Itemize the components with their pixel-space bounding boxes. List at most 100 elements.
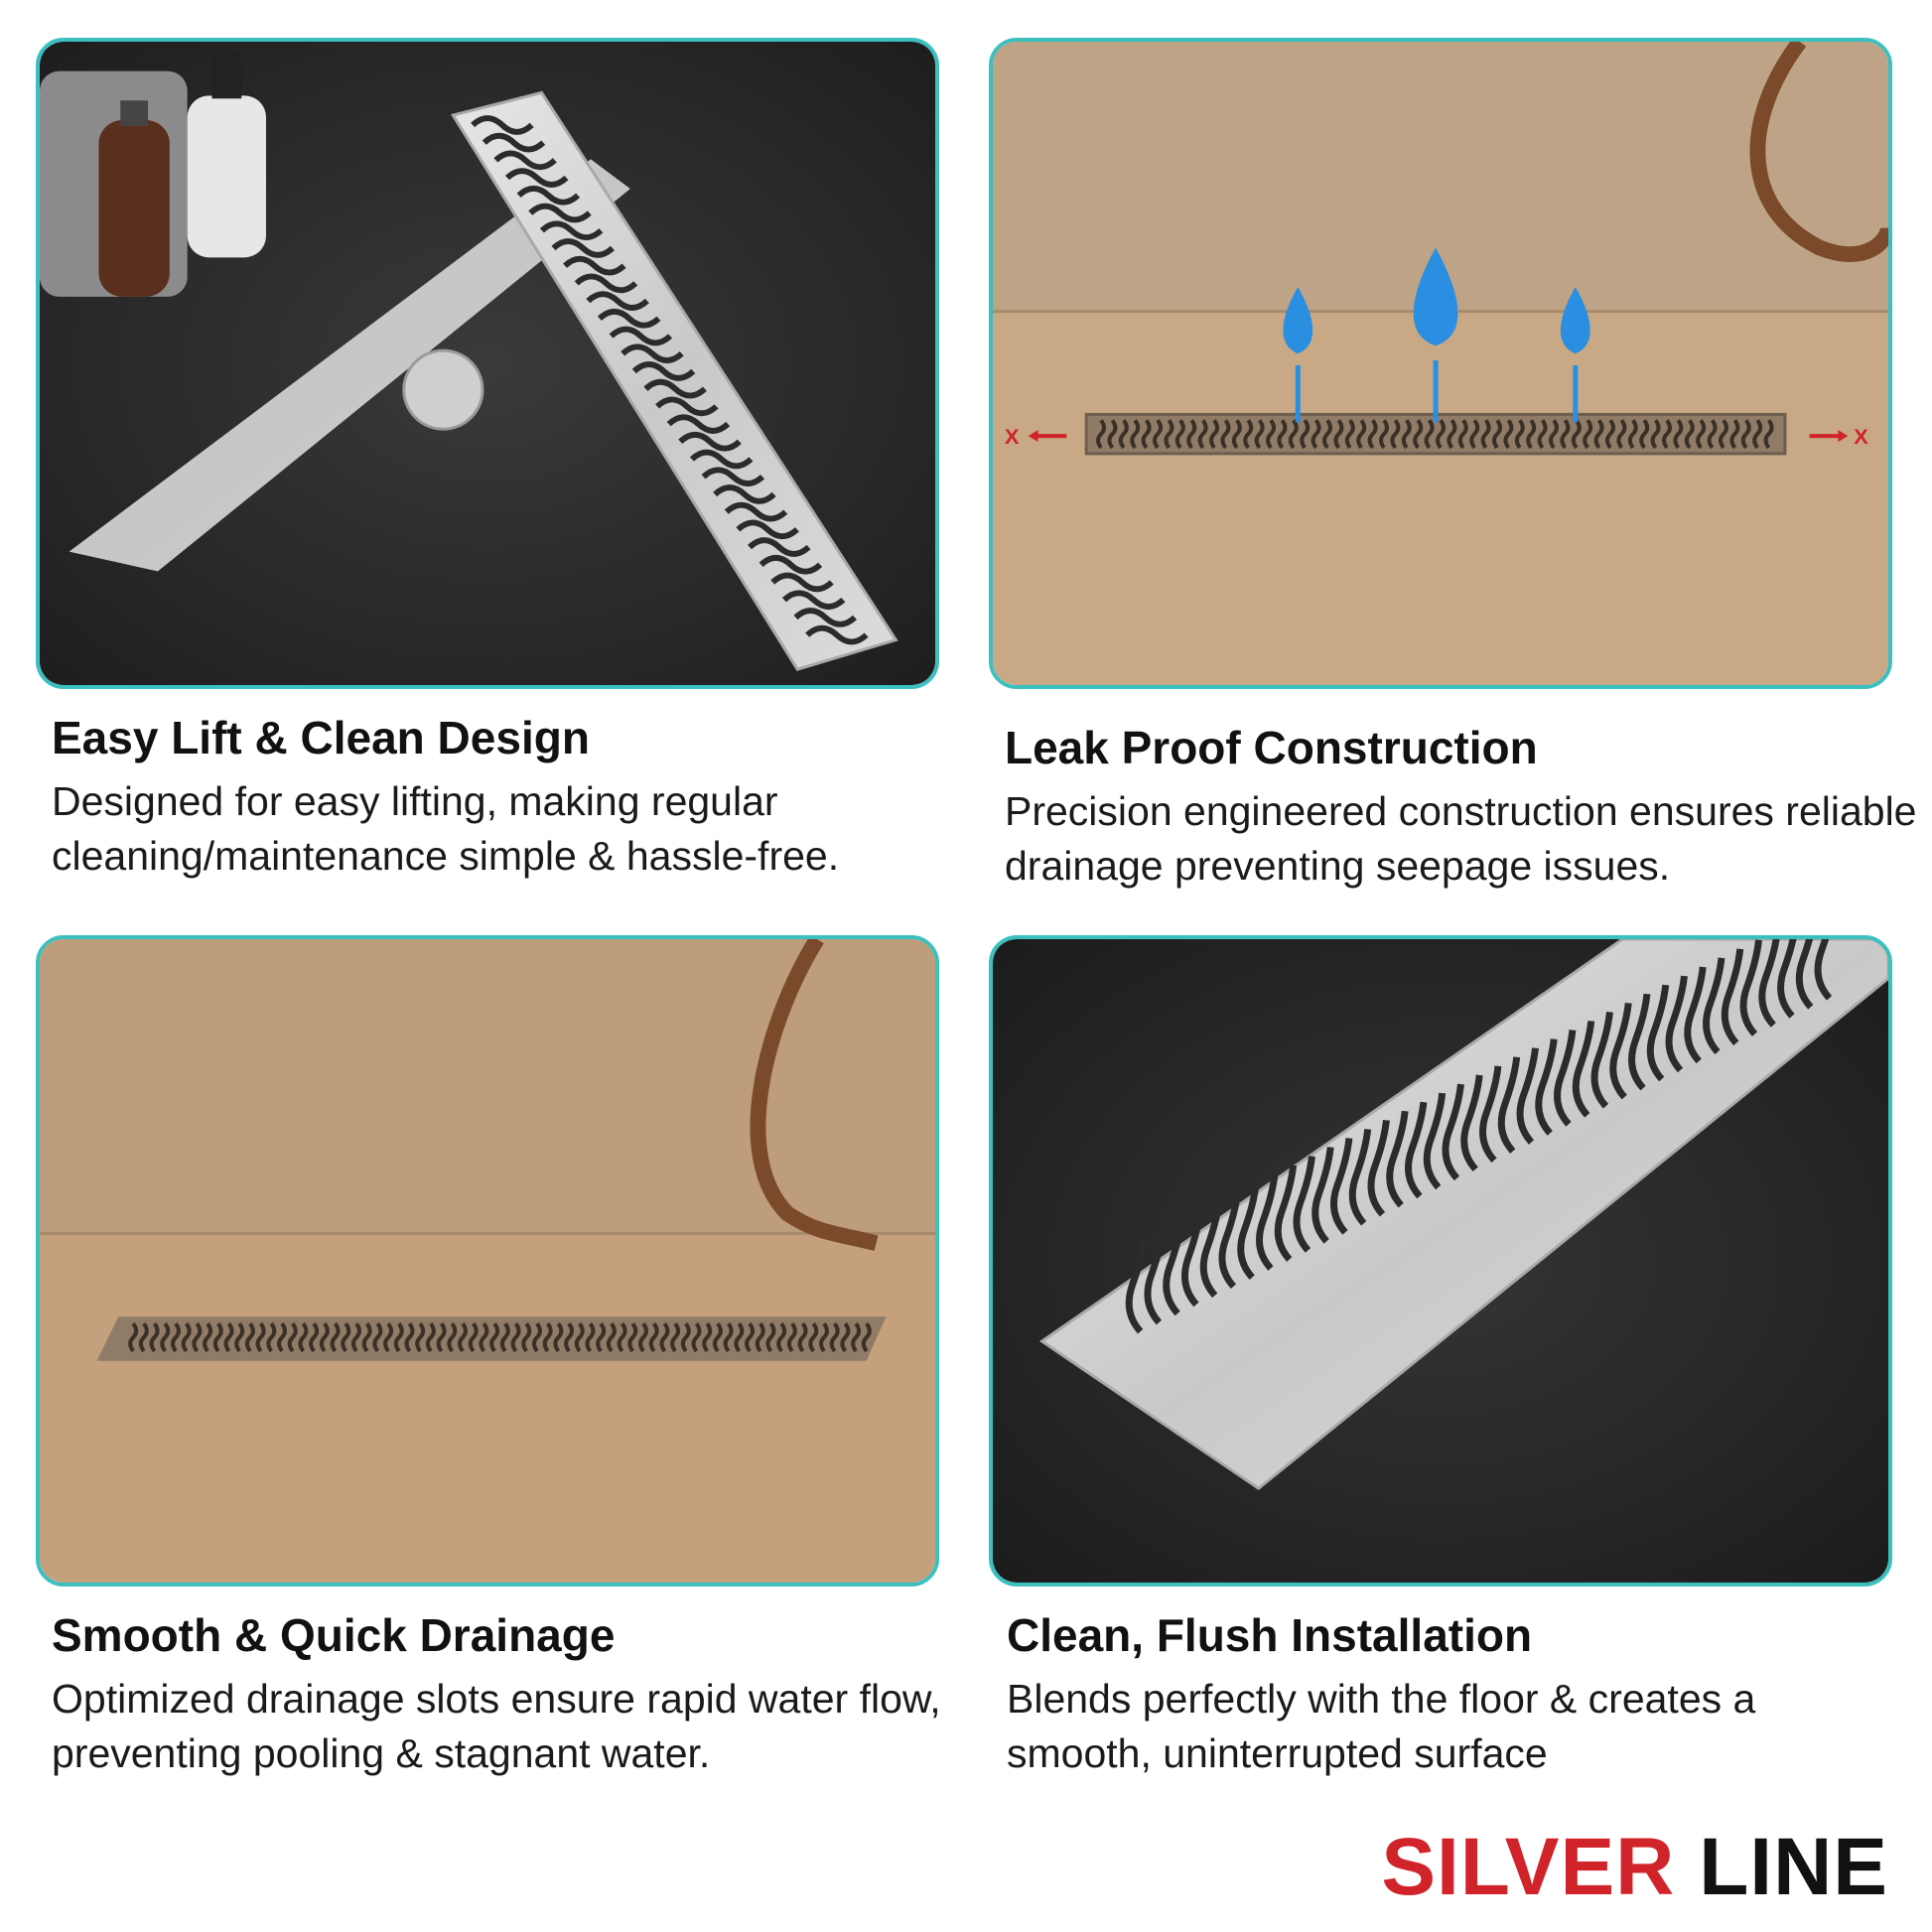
brand-word-silver: SILVER — [1381, 1822, 1676, 1912]
grate-slot — [1186, 419, 1197, 450]
grate-slot — [539, 220, 604, 241]
grate-slot — [678, 431, 742, 452]
grate-slot — [1758, 939, 1780, 1028]
grate-slot — [609, 326, 673, 346]
grate-slot — [808, 1322, 819, 1353]
water-drop-icon — [1283, 286, 1313, 423]
grate-slot — [1497, 1056, 1521, 1154]
grate-slot — [499, 1322, 510, 1353]
grate-slot — [736, 519, 799, 540]
grate-slot — [1144, 1227, 1167, 1325]
grate-slot — [1125, 1236, 1149, 1334]
grate-slot — [1703, 957, 1725, 1055]
grate-slot — [1752, 419, 1763, 450]
grate-slot — [1096, 419, 1106, 450]
grate-slot — [631, 361, 696, 381]
grate-slot — [724, 501, 788, 522]
grate-slot — [1197, 419, 1208, 450]
grate-slot — [1721, 948, 1744, 1045]
grate-slot — [1777, 939, 1797, 1019]
grate-slot — [1616, 419, 1627, 450]
feature-title: Leak Proof Construction — [1005, 722, 1538, 773]
grate-slot — [851, 1322, 862, 1353]
grate-slot — [1386, 1110, 1409, 1208]
grate-slot — [1130, 419, 1141, 450]
grate-slot — [128, 1322, 139, 1353]
feature-photo-flush-install — [989, 935, 1892, 1587]
grate-slot — [1795, 939, 1814, 1010]
feature-caption-quick-drainage: Smooth & Quick Drainage Optimized draina… — [52, 1608, 965, 1781]
grate-slot — [149, 1322, 160, 1353]
feature-caption-flush-install: Clean, Flush Installation Blends perfect… — [1007, 1608, 1920, 1781]
grate-slot — [1739, 939, 1762, 1036]
grate-slot — [298, 1322, 309, 1353]
grate-slot — [171, 1322, 181, 1353]
grate-slot — [1367, 419, 1378, 450]
grate-slot — [528, 203, 592, 223]
grate-slot — [1344, 419, 1355, 450]
grate-slot — [468, 1322, 479, 1353]
grate-slot — [606, 1322, 617, 1353]
grate-slot — [1118, 419, 1129, 450]
grate-slot — [1627, 419, 1638, 450]
grate-slot — [666, 414, 731, 434]
grate-slot — [829, 1322, 840, 1353]
grate-slot — [1254, 419, 1265, 450]
grate-slot — [266, 1322, 277, 1353]
grate-slot — [670, 1322, 681, 1353]
grate-slot — [1153, 419, 1163, 450]
grate-slot — [713, 484, 776, 504]
grate-slot — [1300, 419, 1311, 450]
grate-slot — [1405, 1101, 1428, 1199]
grate-slot — [1293, 1156, 1315, 1253]
grate-slot — [1266, 419, 1276, 450]
leak-marker-left: X — [1005, 424, 1020, 449]
feature-photo-leak-proof: X X — [989, 38, 1892, 689]
grate-slot — [1814, 939, 1833, 1001]
grate-slot — [415, 1322, 426, 1353]
grate-slot — [510, 1322, 521, 1353]
grate-slot — [1639, 419, 1650, 450]
grate-slot — [1311, 419, 1321, 450]
grate-slot — [1480, 419, 1491, 450]
grate-slot — [553, 1322, 564, 1353]
grate-slot — [1277, 419, 1288, 450]
grate-slot — [425, 1322, 436, 1353]
grate-slot — [819, 1322, 829, 1353]
grate-slot — [223, 1322, 234, 1353]
grate-slot — [1554, 1030, 1577, 1127]
grate-slot — [1549, 419, 1559, 450]
grate-slot — [759, 554, 823, 575]
grate-slot — [1492, 419, 1502, 450]
grate-slot — [621, 344, 684, 364]
grate-slot — [781, 590, 846, 611]
grate-slot — [563, 255, 626, 276]
grate-slot — [1673, 419, 1684, 450]
grate-slot — [723, 1322, 734, 1353]
grate-slot — [482, 132, 546, 153]
grate-slot — [786, 1322, 797, 1353]
grate-slot — [234, 1322, 245, 1353]
grate-slot — [596, 1322, 607, 1353]
grate-slot — [638, 1322, 648, 1353]
grate-slot — [840, 1322, 851, 1353]
grate-slot — [1218, 1191, 1241, 1290]
feature-title: Smooth & Quick Drainage — [52, 1609, 616, 1661]
grate-slot — [680, 1322, 691, 1353]
grate-slot — [1367, 1119, 1390, 1217]
grate-slot — [181, 1322, 192, 1353]
grate-slot — [1469, 419, 1480, 450]
grate-slot — [1322, 419, 1332, 450]
grate-slot — [627, 1322, 638, 1353]
feature-caption-leak-proof: Leak Proof Construction Precision engine… — [1005, 721, 1918, 894]
grate-slot — [330, 1322, 341, 1353]
grate-slot — [1231, 419, 1242, 450]
feature-description: Optimized drainage slots ensure rapid wa… — [52, 1676, 941, 1776]
grate-slot — [805, 624, 869, 645]
feature-photo-quick-drainage — [36, 935, 939, 1587]
feature-title: Easy Lift & Clean Design — [52, 712, 590, 763]
grate-slot — [1356, 419, 1367, 450]
grate-slot — [192, 1322, 203, 1353]
grate-slot — [1605, 419, 1615, 450]
grate-slot — [1696, 419, 1707, 450]
